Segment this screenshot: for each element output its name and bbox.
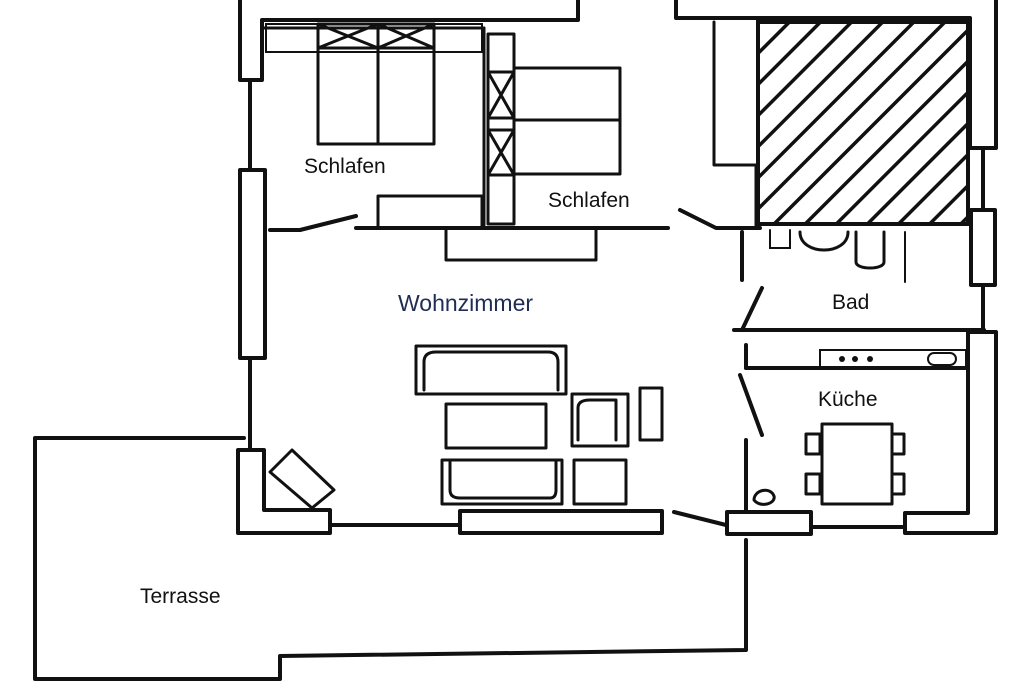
label-terrace: Terrasse: [140, 585, 221, 608]
bed-right: [512, 66, 622, 176]
armchair: [570, 392, 630, 448]
kitchen-sink: [752, 488, 776, 506]
desk-right: [444, 226, 598, 262]
tv-stand: [268, 448, 336, 510]
bath-fixtures: [769, 229, 906, 283]
coffee-table: [444, 402, 548, 450]
kitchen-counter: [819, 349, 967, 369]
wardrobe-right: [486, 32, 516, 226]
bed-left: [265, 22, 483, 146]
label-bedroom-left: Schlafen: [304, 155, 386, 178]
staircase: [756, 20, 970, 226]
label-bedroom-right: Schlafen: [548, 189, 630, 212]
label-bath: Bad: [832, 291, 869, 314]
label-kitchen: Küche: [818, 388, 878, 411]
sofa-top: [414, 344, 568, 396]
sofa-bottom: [440, 458, 564, 506]
terrace: [33, 436, 748, 681]
label-living-room: Wohnzimmer: [398, 290, 533, 316]
shelf: [638, 386, 664, 442]
side-table: [572, 458, 628, 506]
dining-table: [804, 422, 906, 506]
dresser-left: [376, 194, 484, 230]
